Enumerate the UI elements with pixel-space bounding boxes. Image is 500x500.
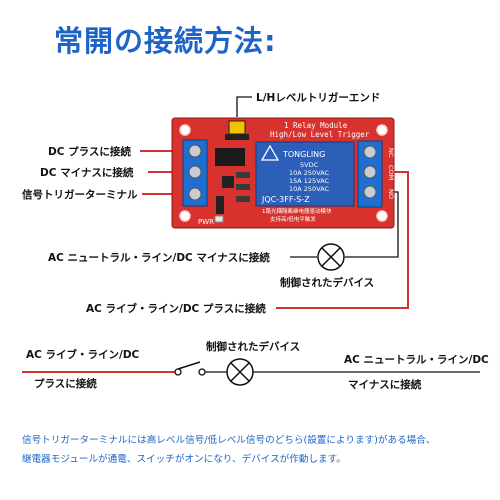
switch-contact-left bbox=[174, 368, 182, 376]
circuit-right-label-1: AC ニュートラル・ライン/DC bbox=[344, 354, 489, 366]
terminal-nc-label: NC bbox=[387, 148, 395, 158]
relay-logo-icon bbox=[260, 144, 280, 161]
jumper-leader-line bbox=[236, 96, 252, 117]
pwr-led bbox=[214, 215, 224, 223]
resistor-2 bbox=[236, 184, 250, 190]
resistor-1 bbox=[236, 172, 250, 178]
board-cn-line1: 1路光耦隔离继电器驱动模块 bbox=[262, 207, 332, 215]
terminal-com-label: COM bbox=[387, 165, 395, 180]
optocoupler-chip bbox=[215, 148, 245, 166]
relay-model: JQC-3FF-S-Z bbox=[261, 195, 310, 204]
page-title: 常開の接続方法: bbox=[54, 24, 277, 58]
circuit-left-label-2: プラスに接続 bbox=[34, 378, 97, 390]
output-screw-no bbox=[363, 185, 377, 199]
resistor-3 bbox=[236, 196, 250, 202]
jumper-label: L/Hレベルトリガーエンド bbox=[256, 92, 381, 104]
relay-spec-4: 10A 250VAC bbox=[289, 185, 330, 193]
mount-hole-br bbox=[376, 210, 388, 222]
jumper-pins bbox=[225, 134, 249, 140]
input-screw-1 bbox=[188, 144, 202, 158]
board-cn-line2: 支持高/低电平触发 bbox=[270, 215, 316, 223]
terminal-no-label: NO bbox=[387, 189, 395, 199]
output-screw-nc bbox=[363, 145, 377, 159]
dc-plus-label: DC プラスに接続 bbox=[48, 146, 131, 158]
input-screw-2 bbox=[188, 165, 202, 179]
switch-blade bbox=[177, 361, 201, 370]
module-title-line2: High/Low Level Trigger bbox=[270, 130, 370, 139]
lamp-icon bbox=[226, 358, 254, 386]
controlled-device-label: 制御されたデバイス bbox=[280, 277, 375, 289]
mount-hole-bl bbox=[179, 210, 191, 222]
transistor bbox=[222, 176, 234, 188]
note-line-2: 継電器モジュールが通電、スイッチがオンになり、デバイスが作動します。 bbox=[22, 454, 346, 465]
switch-contact-right bbox=[198, 368, 206, 376]
explanation-note: 信号トリガーターミナルには高レベル信号/低レベル信号のどちら(設置によります)が… bbox=[22, 431, 492, 469]
mount-hole-tl bbox=[179, 124, 191, 136]
input-screw-3 bbox=[188, 187, 202, 201]
diode bbox=[216, 196, 224, 214]
ac-neutral-label: AC ニュートラル・ライン/DC マイナスに接続 bbox=[48, 252, 270, 264]
circuit-right-label-2: マイナスに接続 bbox=[348, 379, 422, 391]
pwr-label: PWR bbox=[198, 218, 214, 226]
relay-spec-1: 5VDC bbox=[300, 161, 319, 169]
output-screw-com bbox=[363, 165, 377, 179]
com-terminal-wire bbox=[276, 171, 409, 309]
mount-hole-tr bbox=[376, 124, 388, 136]
signal-label: 信号トリガーターミナル bbox=[22, 189, 138, 201]
relay-spec-3: 15A 125VAC bbox=[289, 177, 330, 185]
ac-live-label: AC ライブ・ライン/DC プラスに接続 bbox=[86, 303, 266, 315]
relay-spec-2: 10A 250VAC bbox=[289, 169, 330, 177]
relay-component bbox=[255, 141, 355, 207]
trigger-jumper bbox=[228, 120, 246, 135]
circuit-device-label: 制御されたデバイス bbox=[206, 341, 301, 353]
lamp-icon bbox=[317, 243, 345, 271]
dc-minus-label: DC マイナスに接続 bbox=[40, 167, 134, 179]
relay-brand: TONGLING bbox=[282, 150, 325, 159]
circuit-left-label-1: AC ライブ・ライン/DC bbox=[26, 349, 140, 361]
relay-board: 1 Relay Module High/Low Level Trigger PW… bbox=[171, 117, 395, 229]
module-title-line1: 1 Relay Module bbox=[284, 121, 348, 130]
note-line-1: 信号トリガーターミナルには高レベル信号/低レベル信号のどちら(設置によります)が… bbox=[22, 435, 436, 446]
